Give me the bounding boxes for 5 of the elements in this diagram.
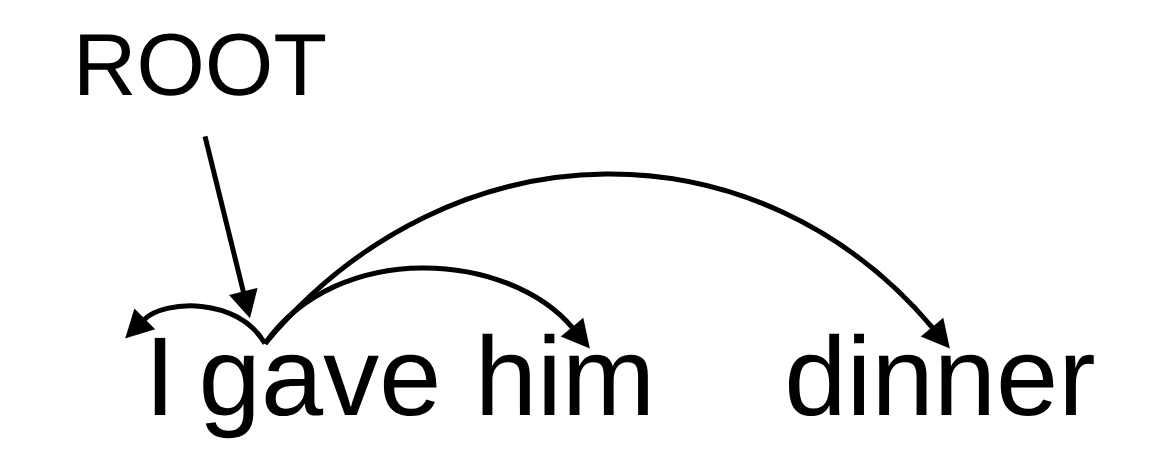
word-label: ROOT: [80, 33, 326, 96]
word-label: gave: [203, 354, 437, 439]
word-label: dinner: [789, 333, 1094, 417]
word-label: I: [154, 337, 166, 415]
word-label: him: [482, 333, 648, 415]
